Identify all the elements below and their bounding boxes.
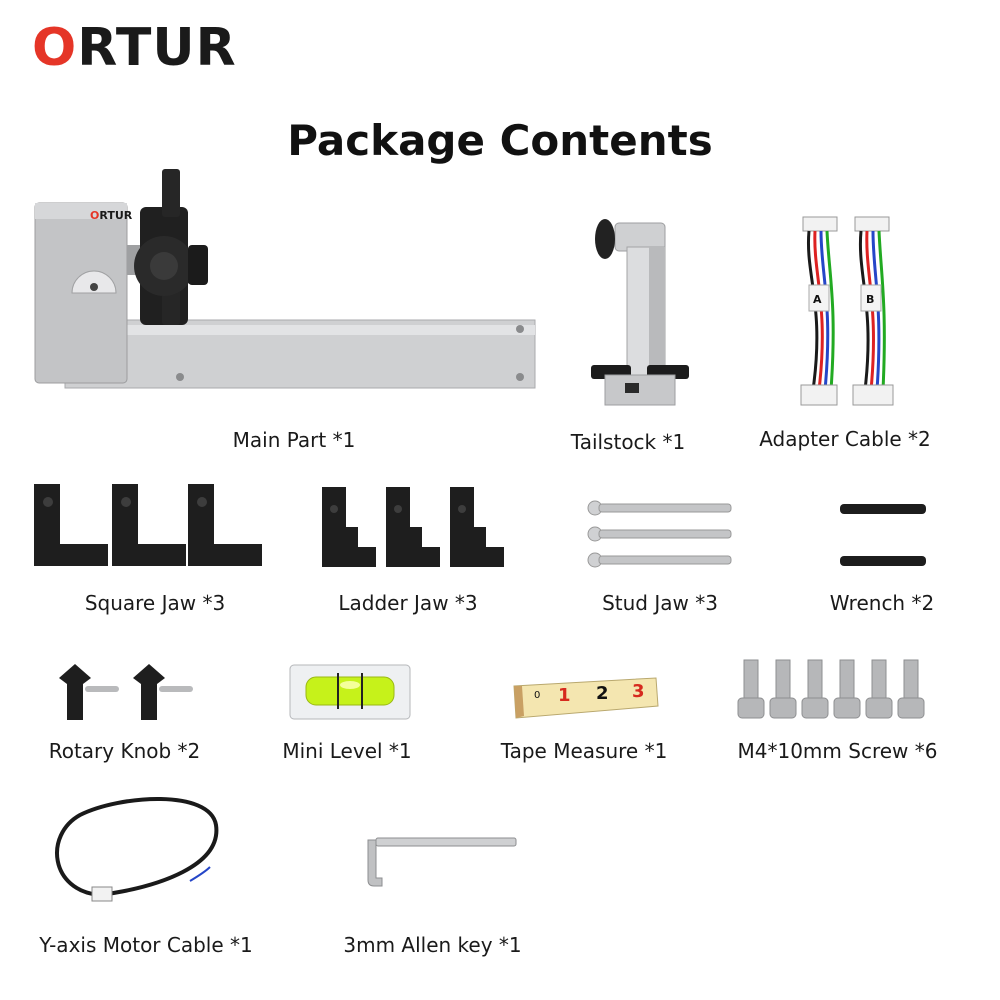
ladder-jaw-image <box>322 487 504 567</box>
wrench-label: Wrench *2 <box>829 591 935 615</box>
ortur-logo: ORTUR <box>32 22 237 74</box>
cable-marker-a: A <box>813 293 822 306</box>
cable-marker-b: B <box>866 293 875 306</box>
tape-digit-1: 1 <box>558 685 571 706</box>
screw-label: M4*10mm Screw *6 <box>737 739 938 763</box>
main-part-label: Main Part *1 <box>232 428 356 452</box>
tailstock-label: Tailstock *1 <box>570 430 686 454</box>
square-jaw-label: Square Jaw *3 <box>84 591 226 615</box>
main-part-image <box>34 169 536 389</box>
page-title: Package Contents <box>287 116 713 165</box>
tape-measure-image <box>513 677 659 719</box>
wrench-image <box>840 504 926 566</box>
tape-digit-3: 3 <box>632 681 645 702</box>
allen-key-label: 3mm Allen key *1 <box>343 933 522 957</box>
main-part-logo-o: O <box>90 209 100 222</box>
allen-key-image <box>367 837 517 887</box>
tape-digit-2: 2 <box>596 683 609 704</box>
rotary-knob-label: Rotary Knob *2 <box>48 739 201 763</box>
tape-digit-0: 0 <box>534 690 541 701</box>
main-part-logo-rest: RTUR <box>99 209 133 222</box>
logo-letters: RTUR <box>77 18 237 78</box>
motor-cable-label: Y-axis Motor Cable *1 <box>39 933 253 957</box>
logo-letter-o: O <box>32 18 78 78</box>
ladder-jaw-label: Ladder Jaw *3 <box>338 591 478 615</box>
main-part-logo: ORTUR <box>90 209 132 222</box>
rotary-knob-image <box>59 664 193 720</box>
mini-level-image <box>289 664 411 720</box>
motor-cable-image <box>55 797 219 902</box>
mini-level-label: Mini Level *1 <box>282 739 412 763</box>
tailstock-image <box>591 219 689 406</box>
stud-jaw-label: Stud Jaw *3 <box>602 591 718 615</box>
stud-jaw-image <box>587 500 732 568</box>
square-jaw-image <box>34 484 262 566</box>
screw-image <box>737 659 925 719</box>
adapter-cable-label: Adapter Cable *2 <box>759 427 931 451</box>
tape-measure-label: Tape Measure *1 <box>500 739 668 763</box>
adapter-cable-image <box>800 216 894 406</box>
